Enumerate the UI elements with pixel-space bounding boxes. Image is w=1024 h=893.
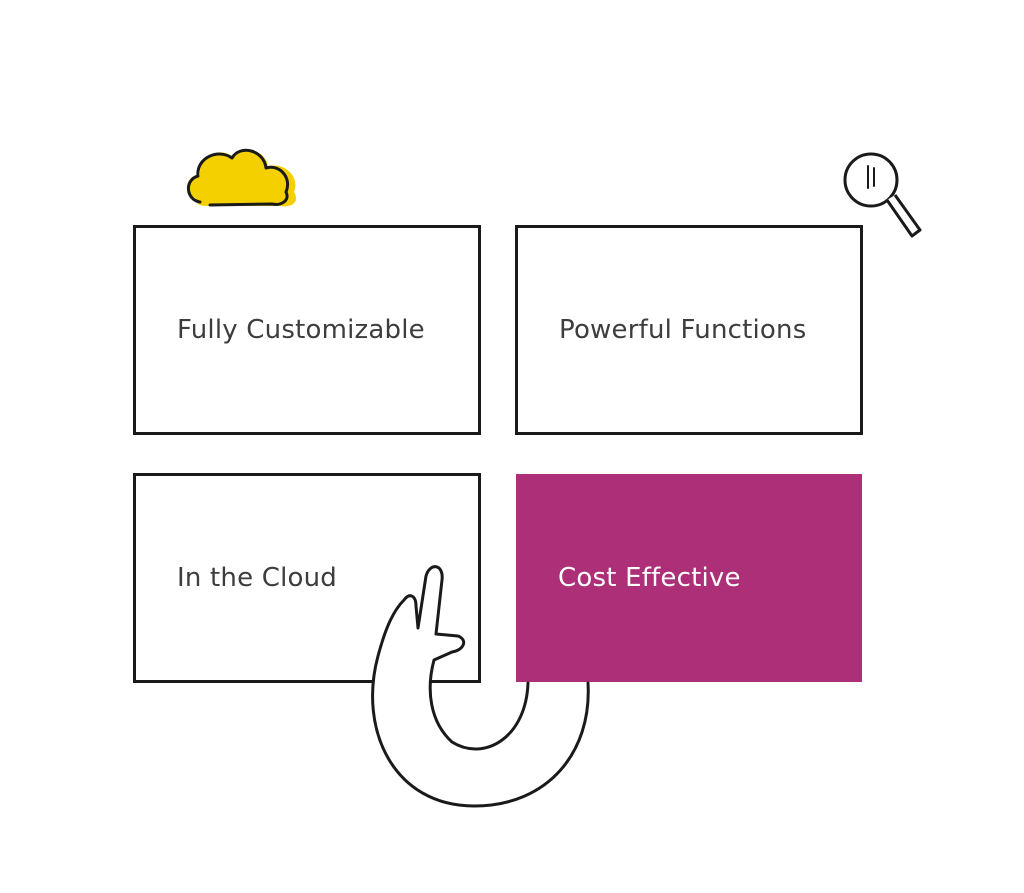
card-in-the-cloud: In the Cloud [133, 473, 481, 683]
card-label: Fully Customizable [177, 315, 425, 345]
card-fully-customizable: Fully Customizable [133, 225, 481, 435]
card-powerful-functions: Powerful Functions [515, 225, 863, 435]
card-label: Cost Effective [558, 563, 741, 593]
card-label: Powerful Functions [559, 315, 807, 345]
card-label: In the Cloud [177, 563, 338, 593]
card-cost-effective: Cost Effective [516, 474, 862, 682]
